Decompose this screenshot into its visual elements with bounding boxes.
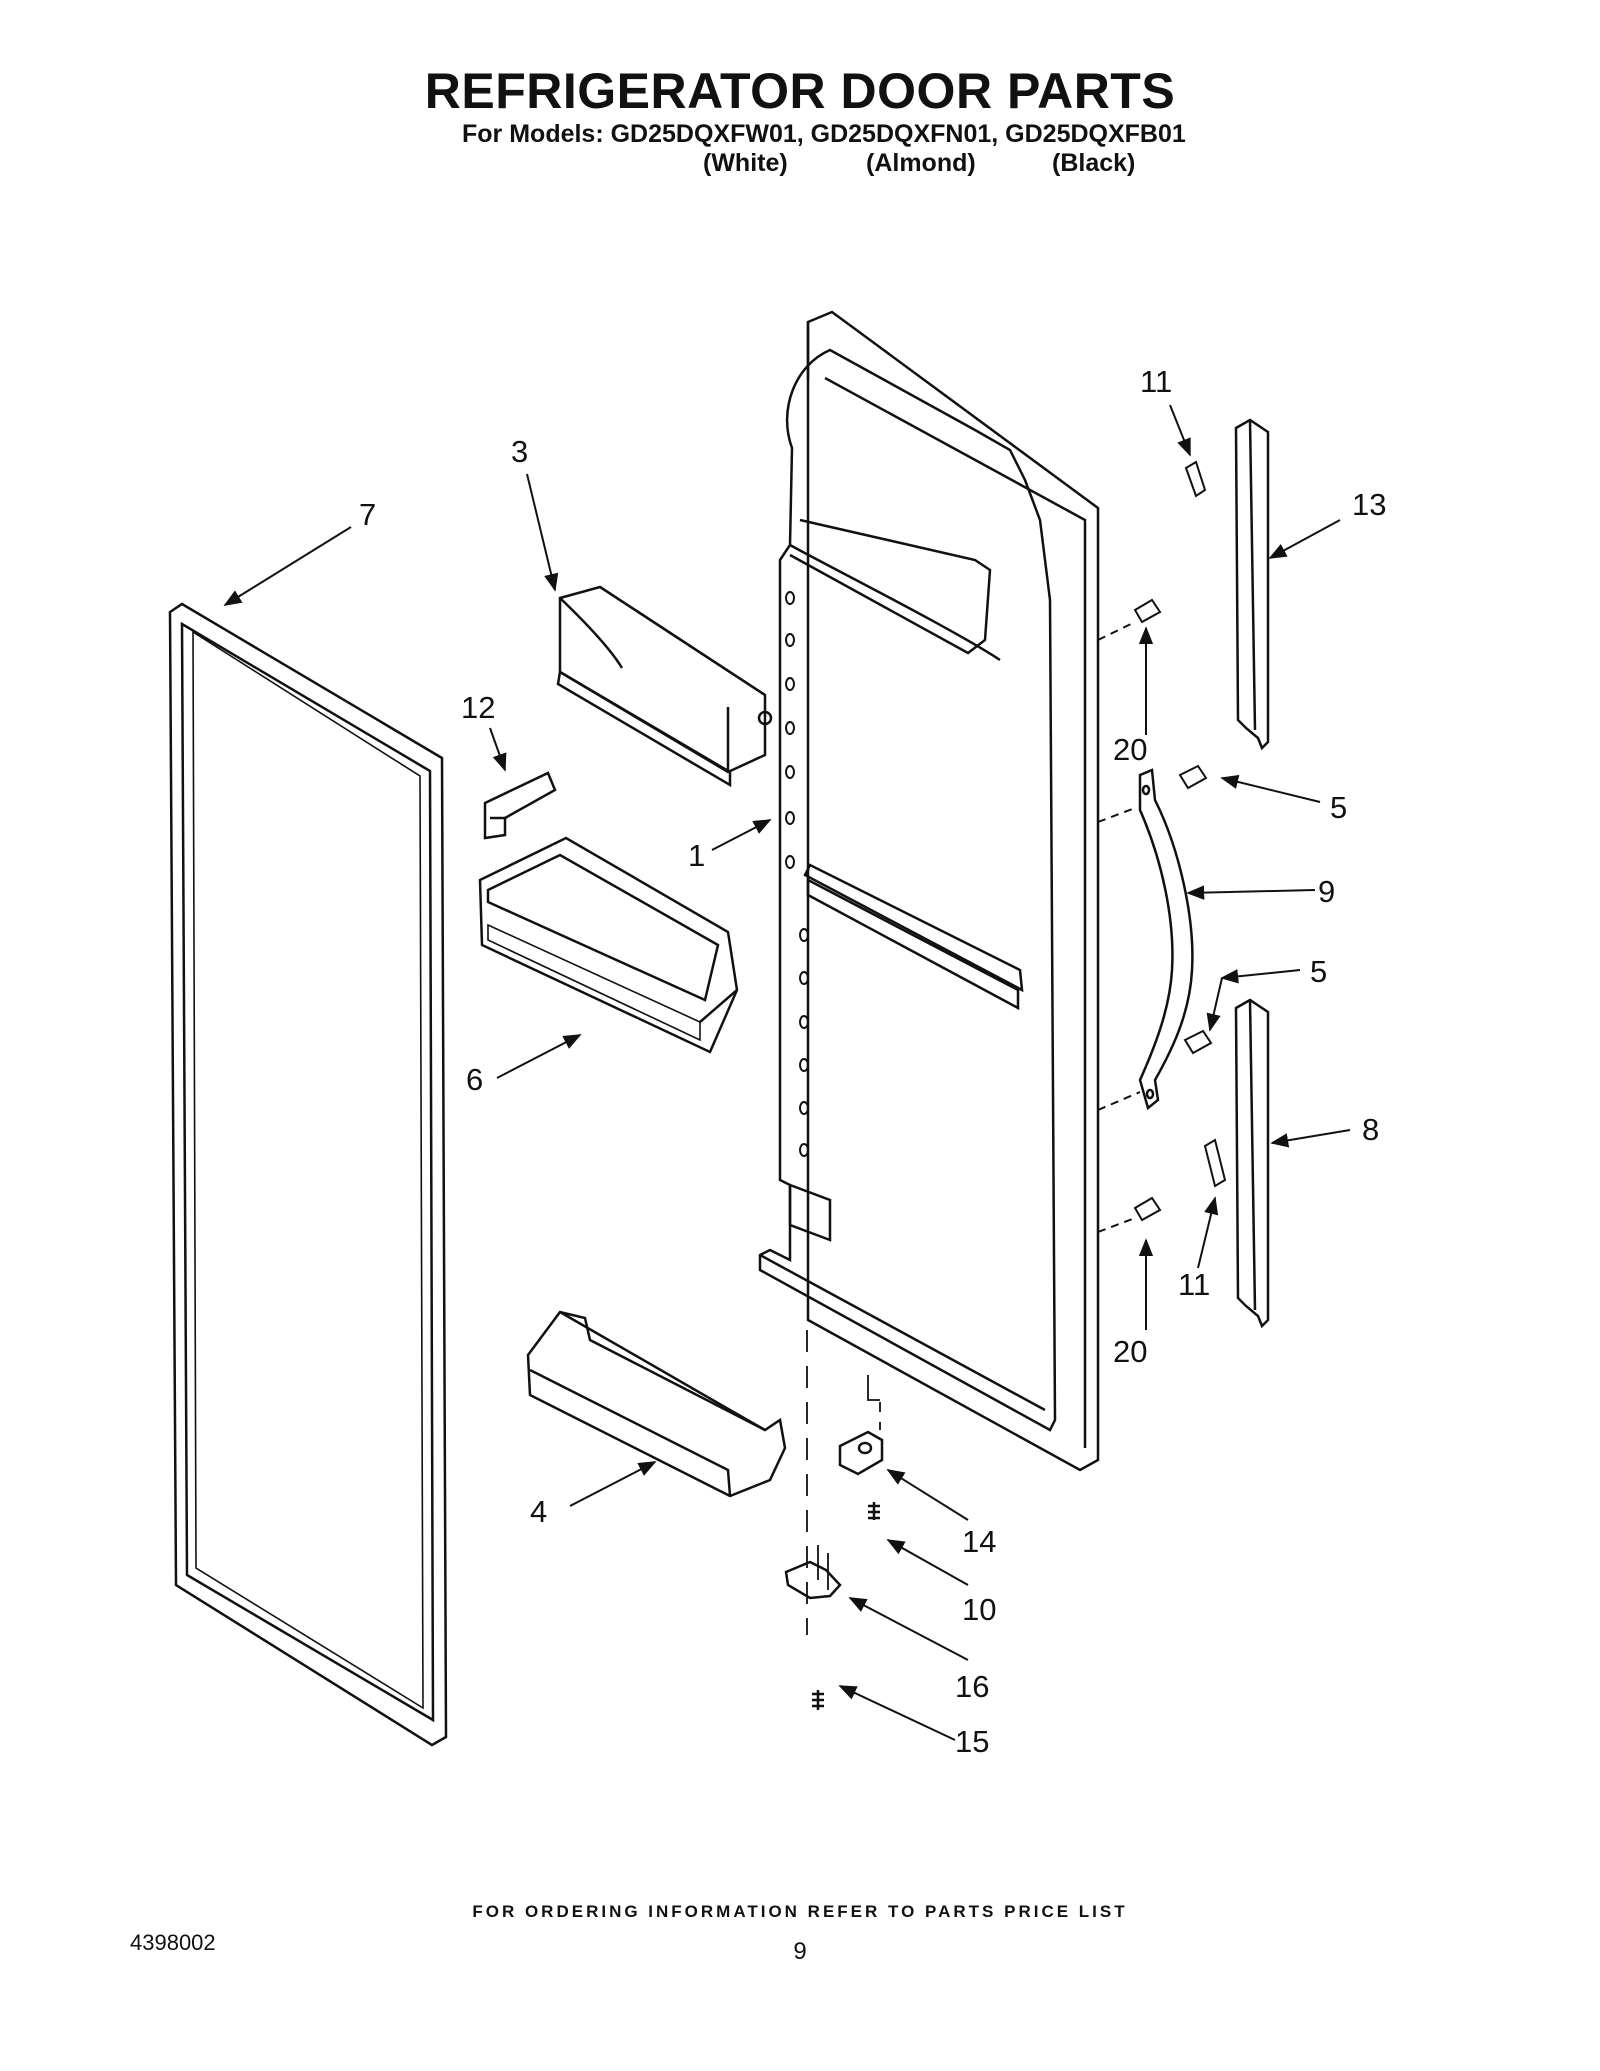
color-almond-label: (Almond)	[866, 149, 976, 177]
callout-3: 3	[511, 434, 528, 469]
callout-7: 8	[1362, 1112, 1379, 1147]
callout-5-lower: 5	[1310, 954, 1327, 989]
middle-door-bin	[478, 836, 739, 1054]
callout-numbers: 7 3 12 1 6 4 11 13 20 5 9 5 8 11 20 14 1…	[359, 364, 1386, 1759]
door-liner	[758, 310, 1100, 1472]
callout-11-lower: 11	[1178, 1267, 1210, 1302]
document-number: 4398002	[130, 1930, 216, 1955]
callout-13: 13	[1352, 487, 1386, 522]
callout-9: 9	[1318, 874, 1335, 909]
lower-trim	[1234, 998, 1270, 1329]
hinge-parts	[784, 1330, 884, 1710]
color-black-label: (Black)	[1052, 149, 1136, 177]
callout-1: 1	[688, 838, 705, 873]
callout-15: 15	[955, 1724, 989, 1759]
page-title: REFRIGERATOR DOOR PARTS	[424, 63, 1176, 119]
upper-trim	[1234, 418, 1270, 751]
door-liner-holes	[785, 591, 809, 1157]
lower-door-shelf	[526, 1310, 787, 1498]
callout-20-upper: 20	[1113, 732, 1147, 767]
page-number: 9	[793, 1938, 807, 1965]
models-line: For Models: GD25DQXFW01, GD25DQXFN01, GD…	[462, 120, 1186, 148]
callout-20-lower: 20	[1113, 1334, 1147, 1369]
callout-16: 16	[955, 1669, 989, 1704]
door-gasket	[168, 602, 448, 1747]
bin-clip	[483, 771, 557, 840]
upper-door-bin	[556, 585, 773, 788]
callout-12: 12	[461, 690, 495, 725]
callout-14: 14	[962, 1524, 996, 1559]
callout-5-upper: 5	[1330, 790, 1347, 825]
color-white-label: (White)	[703, 149, 788, 177]
door-handle	[1138, 768, 1194, 1111]
callout-11-upper: 11	[1140, 364, 1172, 399]
callout-8: 7	[359, 497, 376, 532]
ordering-note: FOR ORDERING INFORMATION REFER TO PARTS …	[472, 1902, 1128, 1921]
callout-4: 4	[530, 1494, 547, 1529]
callout-6: 6	[466, 1062, 483, 1097]
leader-lines	[223, 404, 1351, 1741]
fasteners	[1097, 460, 1227, 1233]
callout-10: 10	[962, 1592, 996, 1627]
